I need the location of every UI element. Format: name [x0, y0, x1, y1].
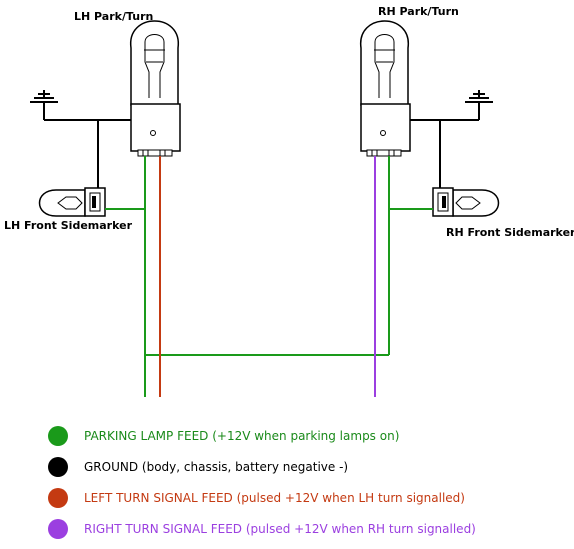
lh-park-turn-label: LH Park/Turn: [74, 10, 153, 23]
parking-feed-wires: [105, 156, 433, 397]
rh-park-turn-label: RH Park/Turn: [378, 5, 459, 18]
right-turn-color-dot: [48, 518, 68, 539]
left-turn-color-dot: [48, 487, 68, 508]
legend-item-ground: GROUND (body, chassis, battery negative …: [48, 451, 568, 482]
rh-park-turn-bulb: [360, 20, 411, 157]
rh-ground-symbol: [465, 90, 493, 120]
legend-item-parking: PARKING LAMP FEED (+12V when parking lam…: [48, 420, 568, 451]
lh-sidemarker-bulb: [38, 187, 106, 217]
legend-item-left-turn: LEFT TURN SIGNAL FEED (pulsed +12V when …: [48, 482, 568, 513]
legend-item-right-turn: RIGHT TURN SIGNAL FEED (pulsed +12V when…: [48, 513, 568, 544]
legend: PARKING LAMP FEED (+12V when parking lam…: [48, 420, 568, 544]
legend-label: PARKING LAMP FEED (+12V when parking lam…: [84, 428, 400, 443]
lh-ground-symbol: [30, 90, 58, 120]
parking-color-dot: [48, 425, 68, 446]
legend-label: GROUND (body, chassis, battery negative …: [84, 459, 349, 474]
lh-park-turn-bulb: [130, 20, 181, 157]
lh-sidemarker-label: LH Front Sidemarker: [4, 219, 133, 232]
ground-color-dot: [48, 456, 68, 477]
rh-sidemarker-bulb: [432, 187, 500, 217]
legend-label: RIGHT TURN SIGNAL FEED (pulsed +12V when…: [84, 521, 476, 536]
legend-label: LEFT TURN SIGNAL FEED (pulsed +12V when …: [84, 490, 465, 505]
ground-wires: [44, 119, 479, 192]
rh-sidemarker-label: RH Front Sidemarker: [446, 226, 574, 239]
